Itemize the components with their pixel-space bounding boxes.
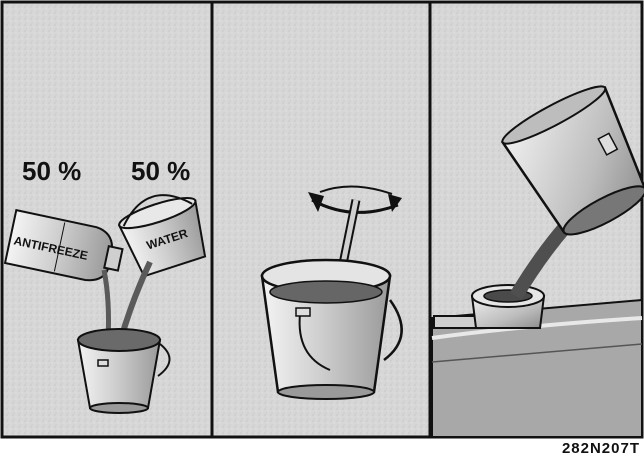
label-antifreeze-percent: 50 % [22,156,81,186]
label-water-percent: 50 % [131,156,190,186]
radiator-filler-neck [472,285,544,328]
figure-code: 282N207T [562,440,640,457]
